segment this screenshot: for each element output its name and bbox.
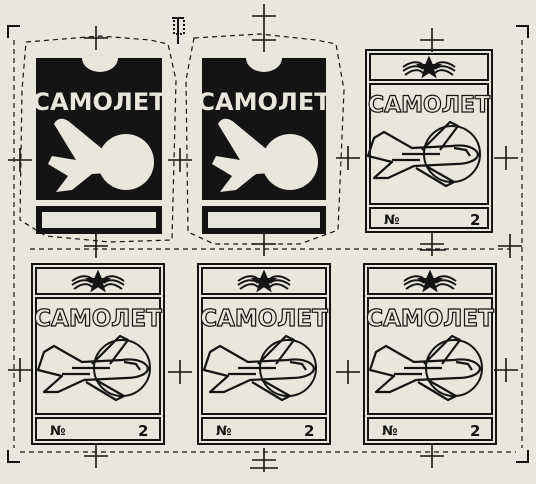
number-mark: № [384,213,400,228]
winged-star-icon [403,271,457,291]
number-value: 2 [470,422,480,440]
plane-icon [36,334,150,402]
frame-corner-marks [7,17,529,463]
label-1-solid: САМОЛЕТ [32,58,166,234]
brand-name: САМОЛЕТ [34,306,162,332]
brand-name: САМОЛЕТ [366,306,494,332]
cut-guides [13,33,523,453]
label-3-outline: САМОЛЕТ № 2 [365,49,493,233]
label-6-outline: САМОЛЕТ № 2 [363,263,497,445]
winged-star-icon [237,271,291,291]
number-mark: № [382,424,398,439]
number-value: 2 [470,211,480,229]
number-strip [42,212,156,228]
label-2-solid: САМОЛЕТ [197,58,331,234]
moon-emblem [246,58,282,72]
winged-star-icon [71,271,125,291]
winged-star-icon [402,57,456,77]
brand-name: САМОЛЕТ [368,93,490,118]
registration-marks [7,3,523,473]
plane-icon [366,120,480,188]
label-4-outline: САМОЛЕТ № 2 [31,263,165,445]
plane-icon [368,334,482,402]
label-5-outline: САМОЛЕТ № 2 [197,263,331,445]
brand-name: САМОЛЕТ [200,306,328,332]
brand-name: САМОЛЕТ [197,88,331,116]
brand-name: САМОЛЕТ [32,88,166,116]
number-value: 2 [304,422,314,440]
moon-emblem [82,58,118,72]
number-mark: № [216,424,232,439]
plane-icon [202,334,316,402]
number-mark: № [50,424,66,439]
number-strip [208,212,320,228]
number-value: 2 [138,422,148,440]
